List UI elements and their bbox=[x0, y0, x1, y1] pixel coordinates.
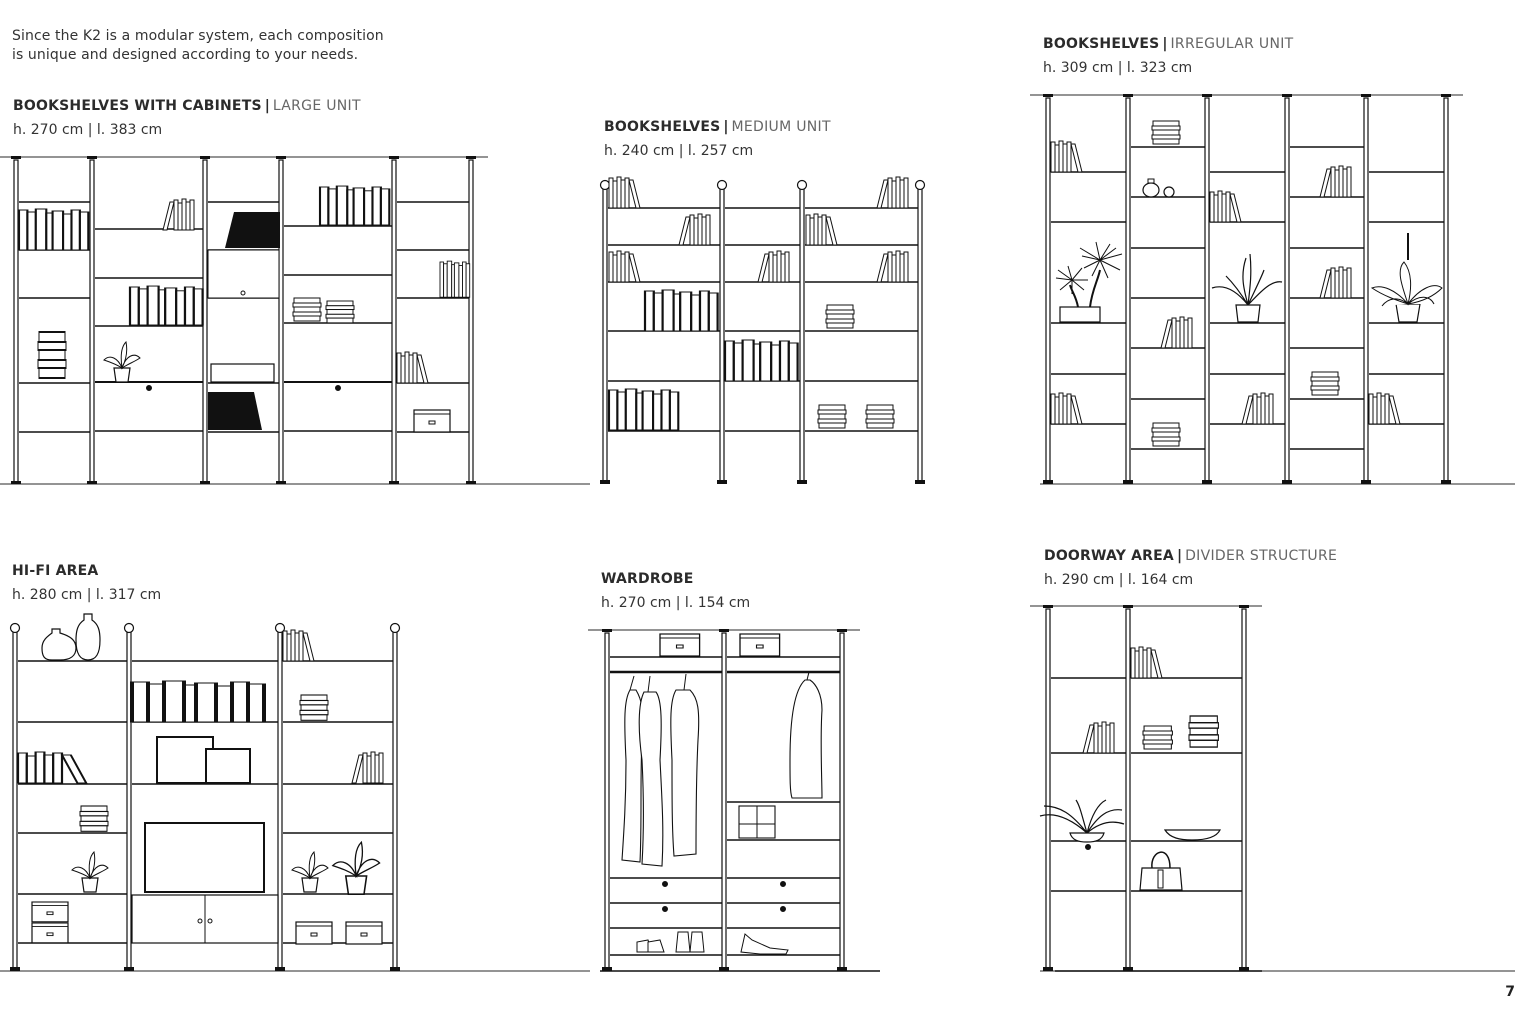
page-number: 7 bbox=[1505, 984, 1515, 1000]
composition-dimensions: h. 270 cm | l. 383 cm bbox=[13, 122, 163, 138]
composition-title: DOORWAY AREA bbox=[1044, 548, 1174, 564]
intro-line-1: Since the K2 is a modular system, each c… bbox=[12, 28, 384, 44]
composition-subtitle: DIVIDER STRUCTURE bbox=[1185, 548, 1338, 564]
composition-title: BOOKSHELVES bbox=[604, 119, 721, 135]
composition-subtitle: LARGE UNIT bbox=[272, 98, 361, 114]
title-separator: | bbox=[1176, 548, 1183, 564]
intro-paragraph: Since the K2 is a modular system, each c… bbox=[12, 27, 384, 65]
title-separator: | bbox=[264, 98, 270, 114]
drawing-hifi-area bbox=[0, 613, 590, 972]
composition-dimensions: h. 309 cm | l. 323 cm bbox=[1043, 60, 1193, 76]
drawing-medium-unit bbox=[599, 176, 926, 484]
title-separator: | bbox=[1162, 36, 1168, 52]
drawing-doorway-area bbox=[1030, 605, 1515, 972]
caption-medium-unit: BOOKSHELVES|MEDIUM UNIT h. 240 cm | l. 2… bbox=[604, 118, 831, 160]
composition-title: WARDROBE bbox=[601, 571, 694, 587]
drawing-irregular-unit bbox=[1030, 94, 1515, 485]
composition-title: HI-FI AREA bbox=[12, 563, 99, 579]
composition-subtitle: MEDIUM UNIT bbox=[731, 119, 831, 135]
caption-doorway-area: DOORWAY AREA|DIVIDER STRUCTURE h. 290 cm… bbox=[1044, 547, 1337, 589]
composition-title: BOOKSHELVES bbox=[1043, 36, 1160, 52]
composition-dimensions: h. 240 cm | l. 257 cm bbox=[604, 143, 754, 159]
title-separator: | bbox=[723, 119, 729, 135]
caption-large-unit: BOOKSHELVES WITH CABINETS|LARGE UNIT h. … bbox=[13, 97, 361, 139]
composition-dimensions: h. 290 cm | l. 164 cm bbox=[1044, 572, 1194, 588]
caption-wardrobe: WARDROBE h. 270 cm | l. 154 cm bbox=[601, 570, 750, 612]
caption-hifi-area: HI-FI AREA h. 280 cm | l. 317 cm bbox=[12, 562, 161, 604]
drawing-large-unit bbox=[0, 156, 590, 485]
drawing-wardrobe bbox=[588, 629, 880, 972]
caption-irregular-unit: BOOKSHELVES|IRREGULAR UNIT h. 309 cm | l… bbox=[1043, 35, 1294, 77]
composition-dimensions: h. 280 cm | l. 317 cm bbox=[12, 587, 162, 603]
intro-line-2: is unique and designed according to your… bbox=[12, 47, 359, 63]
composition-subtitle: IRREGULAR UNIT bbox=[1170, 36, 1294, 52]
composition-dimensions: h. 270 cm | l. 154 cm bbox=[601, 595, 751, 611]
composition-title: BOOKSHELVES WITH CABINETS bbox=[13, 98, 262, 114]
